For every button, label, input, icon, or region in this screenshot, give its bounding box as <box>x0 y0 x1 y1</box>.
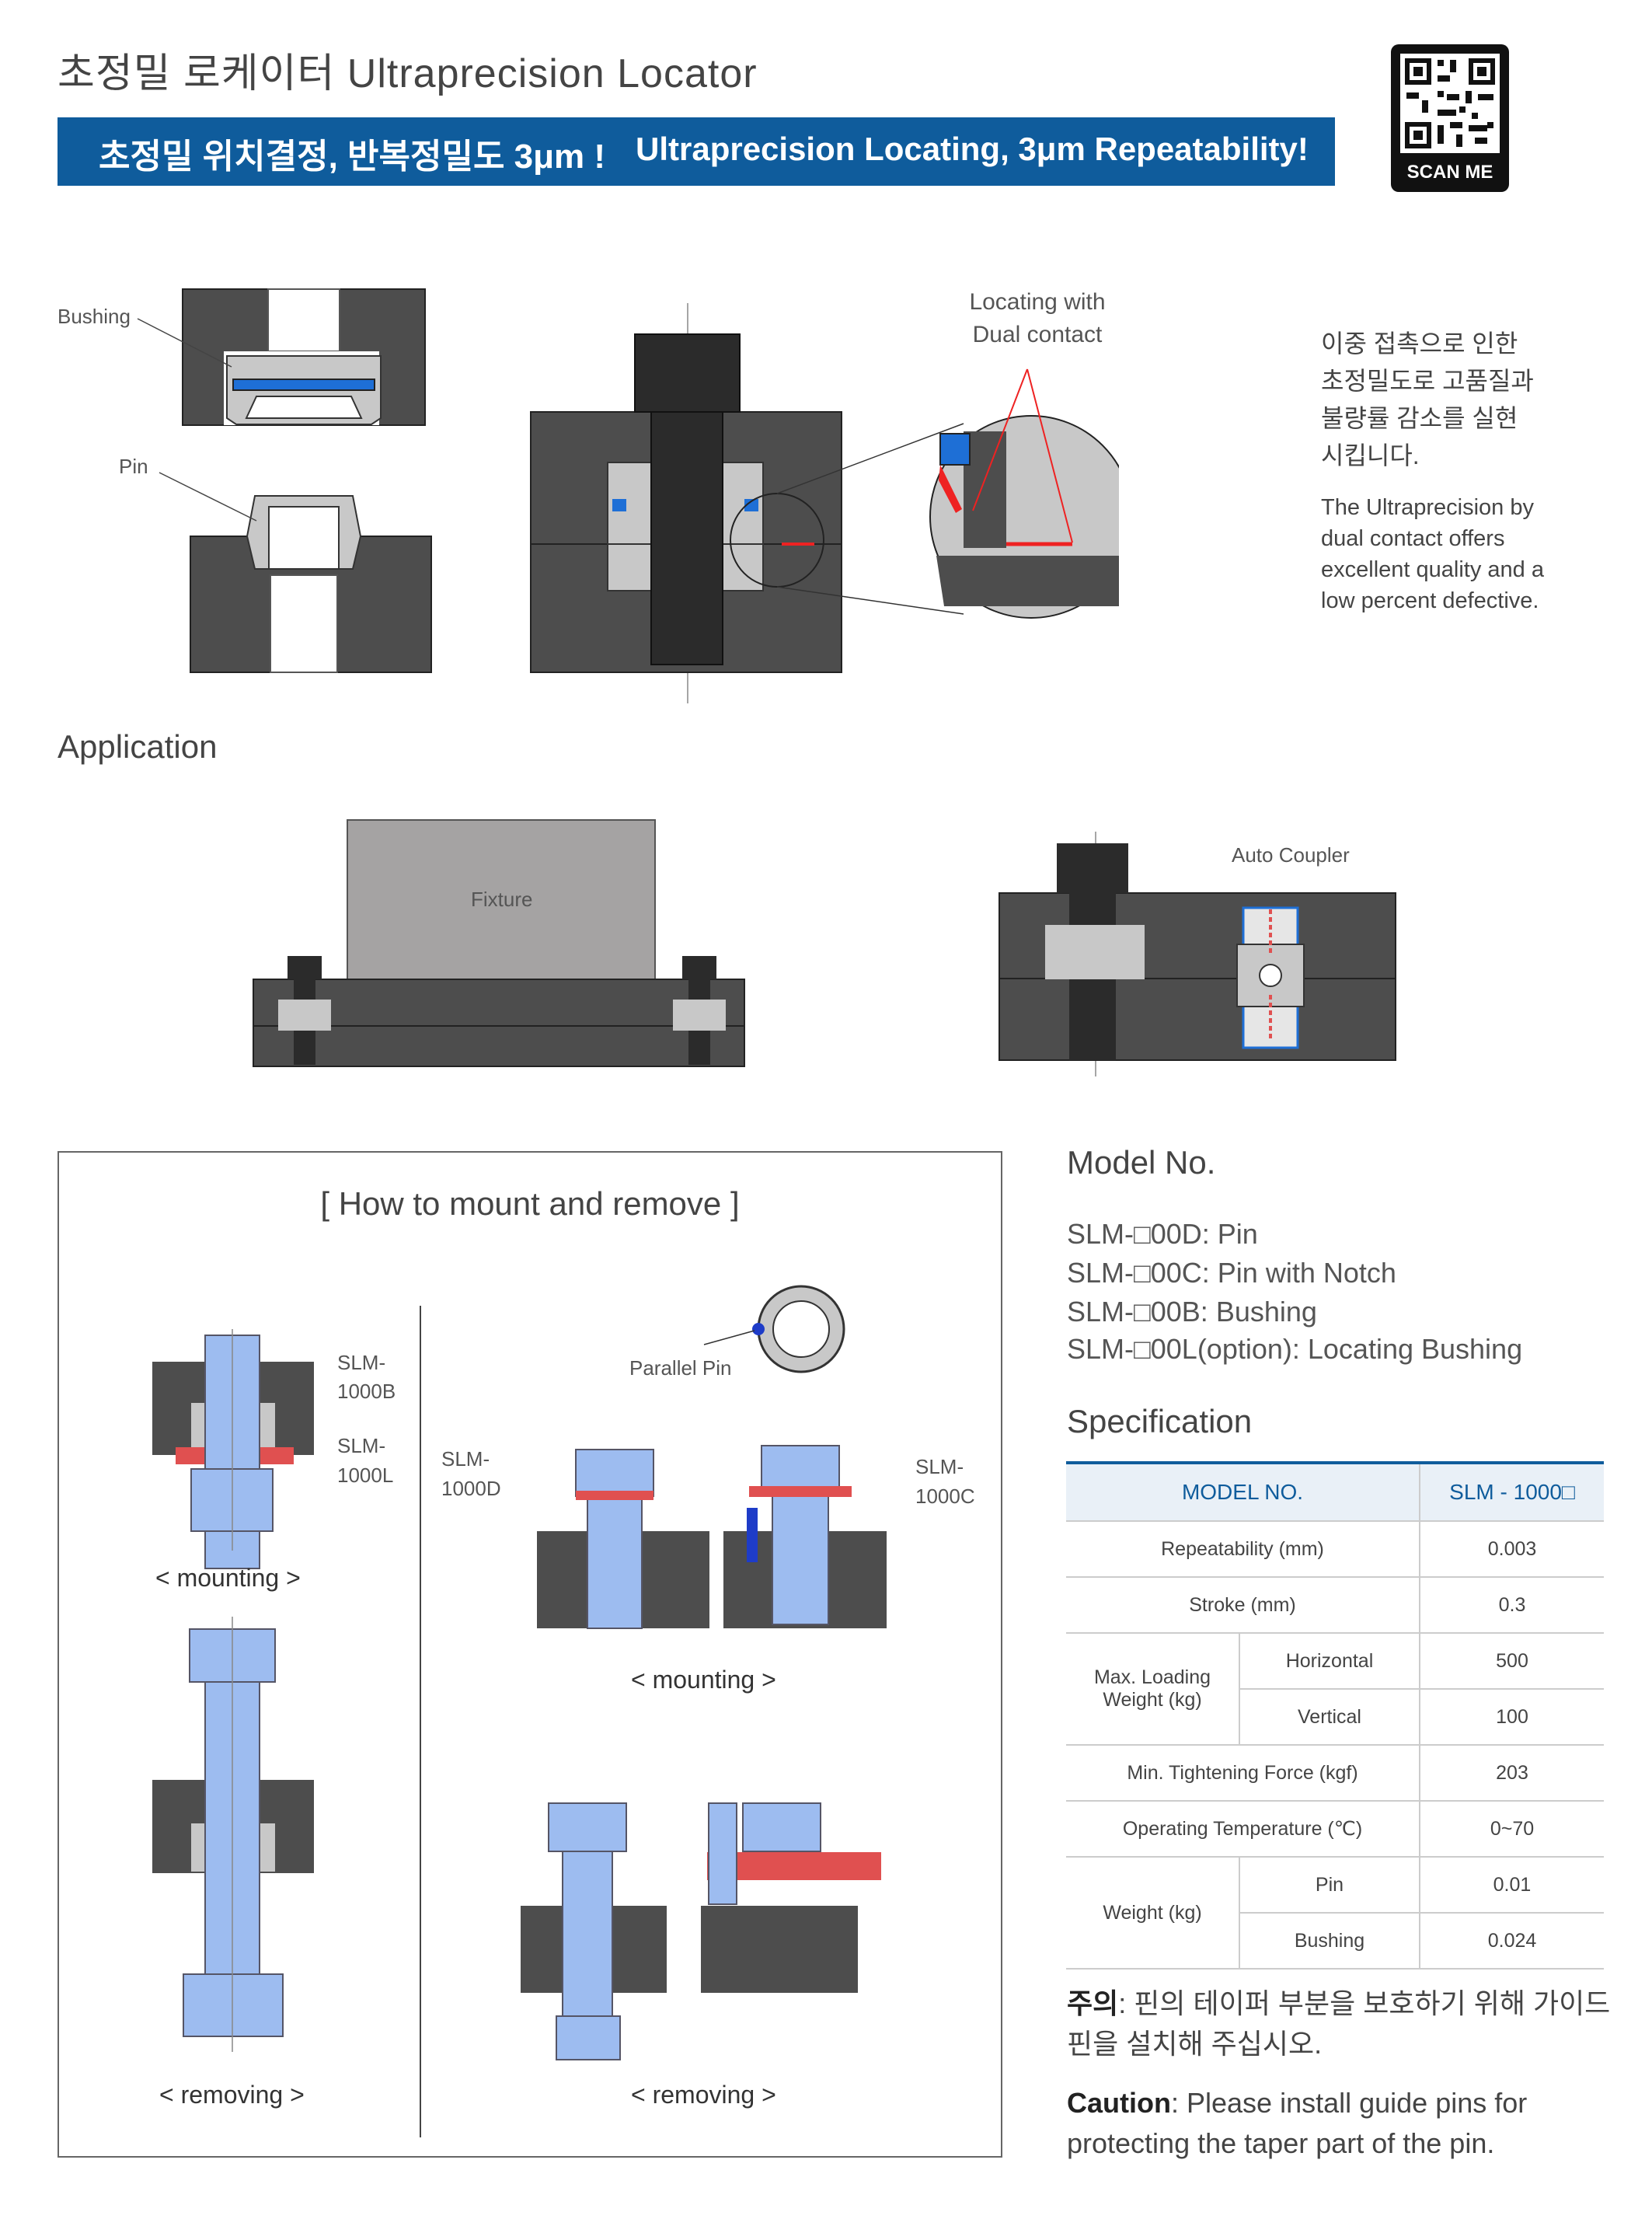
dual-contact-label-2: Dual contact <box>972 322 1103 347</box>
spec-value: 100 <box>1419 1689 1604 1746</box>
model-line: SLM-□00C: Pin with Notch <box>1067 1257 1396 1289</box>
model-line: SLM-□00D: Pin <box>1067 1218 1258 1250</box>
removing-caption-right: < removing > <box>631 2081 776 2109</box>
spec-col-value: SLM - 1000□ <box>1419 1461 1604 1522</box>
model-line: SLM-□00B: Bushing <box>1067 1296 1317 1328</box>
pin-block <box>190 495 432 673</box>
label-1000c-line2: 1000C <box>915 1485 975 1508</box>
desc-kr-line: 이중 접촉으로 인한 <box>1321 330 1518 358</box>
desc-kr-line: 초정밀도로 고품질과 <box>1321 367 1534 395</box>
label-1000b-line1: SLM- <box>337 1351 386 1374</box>
spec-table: MODEL NO. SLM - 1000□ Repeatability (mm)… <box>1066 1461 1604 1970</box>
description-en: The Ultraprecision by dual contact offer… <box>1321 492 1544 616</box>
qr-scan-label: SCAN ME <box>1406 162 1493 183</box>
mounting-caption-right: < mounting > <box>631 1666 776 1694</box>
spec-sublabel: Pin <box>1239 1857 1420 1914</box>
zoom-detail <box>929 368 1119 619</box>
model-line: SLM-□00L(option): Locating Bushing <box>1067 1333 1523 1365</box>
dual-contact-label-1: Locating with <box>969 289 1106 315</box>
spec-label: Max. Loading Weight (kg) <box>1066 1633 1239 1746</box>
caution-text-kr: : 핀의 테이퍼 부분을 보호하기 위해 가이드핀을 설치해 주십시오. <box>1067 1987 1611 2060</box>
spec-label: Stroke (mm) <box>1066 1577 1420 1634</box>
assembly-section <box>530 303 842 703</box>
application-diagram <box>253 819 1396 1076</box>
banner-text-en: Ultraprecision Locating, 3μm Repeatabili… <box>636 131 1309 167</box>
spec-label: Repeatability (mm) <box>1066 1521 1420 1578</box>
label-1000d-line2: 1000D <box>441 1477 501 1500</box>
left-mounting-figure <box>152 1329 314 1569</box>
spec-label: Weight (kg) <box>1066 1857 1239 1970</box>
desc-kr-line: 불량률 감소를 실현 <box>1321 404 1518 432</box>
desc-en-line: low percent defective. <box>1321 588 1539 613</box>
headline-banner <box>58 117 1335 186</box>
spec-value: 0.024 <box>1419 1913 1604 1970</box>
pin-label: Pin <box>119 455 148 478</box>
spec-value: 0~70 <box>1419 1801 1604 1858</box>
model-heading: Model No. <box>1067 1144 1216 1181</box>
spec-sublabel: Horizontal <box>1239 1633 1420 1690</box>
table-row: Min. Tightening Force (kgf) 203 <box>1066 1745 1604 1802</box>
table-row: Repeatability (mm) 0.003 <box>1066 1521 1604 1578</box>
spec-col-model: MODEL NO. <box>1066 1461 1420 1522</box>
caution-text-en: : Please install guide pins for protecti… <box>1067 2087 1528 2159</box>
table-row: Stroke (mm) 0.3 <box>1066 1577 1604 1634</box>
caution-label-en: Caution <box>1067 2087 1171 2119</box>
caution-note-en: Caution: Please install guide pins for p… <box>1067 2083 1626 2164</box>
spec-heading: Specification <box>1067 1403 1253 1439</box>
spec-value: 0.01 <box>1419 1857 1604 1914</box>
spec-value: 0.3 <box>1419 1577 1604 1634</box>
parallel-pin-label: Parallel Pin <box>629 1356 732 1380</box>
bushing-block <box>182 288 426 426</box>
spec-label: Min. Tightening Force (kgf) <box>1066 1745 1420 1802</box>
left-removing-figure <box>152 1617 314 2052</box>
qr-pattern-icon <box>1400 54 1500 153</box>
table-row: Vertical 100 <box>1066 1689 1604 1746</box>
auto-coupler-label: Auto Coupler <box>1232 843 1350 867</box>
fixture-label: Fixture <box>471 888 533 911</box>
spec-label: Operating Temperature (℃) <box>1066 1801 1420 1858</box>
caution-note-kr: 주의: 핀의 테이퍼 부분을 보호하기 위해 가이드핀을 설치해 주십시오. <box>1067 1984 1626 2064</box>
how-to-diagrams <box>152 1285 887 2137</box>
removing-caption-left: < removing > <box>159 2081 305 2109</box>
spec-sublabel: Bushing <box>1239 1913 1420 1970</box>
qr-code[interactable] <box>1391 44 1509 192</box>
label-1000b-line2: 1000B <box>337 1380 396 1403</box>
table-row: Bushing 0.024 <box>1066 1913 1604 1970</box>
right-removing-figure <box>521 1802 881 2060</box>
label-1000d-line1: SLM- <box>441 1447 490 1471</box>
spec-value: 500 <box>1419 1633 1604 1690</box>
auto-coupler-assembly <box>999 832 1396 1076</box>
description-kr: 이중 접촉으로 인한 초정밀도로 고품질과 불량률 감소를 실현 시킵니다. <box>1321 325 1534 474</box>
locator-cross-section-diagram <box>137 288 1119 703</box>
caution-label-kr: 주의 <box>1067 1987 1119 2019</box>
desc-en-line: The Ultraprecision by <box>1321 495 1534 520</box>
spec-value: 203 <box>1419 1745 1604 1802</box>
application-heading: Application <box>58 728 218 765</box>
spec-sublabel: Vertical <box>1239 1689 1420 1746</box>
banner-text-kr: 초정밀 위치결정, 반복정밀도 3μm ! <box>99 138 606 176</box>
desc-kr-line: 시킵니다. <box>1321 441 1420 469</box>
label-1000l-line2: 1000L <box>337 1464 394 1487</box>
label-1000l-line1: SLM- <box>337 1434 386 1457</box>
desc-en-line: excellent quality and a <box>1321 557 1544 582</box>
spec-value: 0.003 <box>1419 1521 1604 1578</box>
table-row: Max. Loading Weight (kg) Horizontal 500 <box>1066 1633 1604 1746</box>
table-row: Operating Temperature (℃) 0~70 <box>1066 1801 1604 1858</box>
fixture-assembly <box>253 819 745 1067</box>
page-title: 초정밀 로케이터 Ultraprecision Locator <box>58 51 758 96</box>
mounting-caption-left: < mounting > <box>155 1564 301 1592</box>
how-to-panel <box>58 1151 1002 2158</box>
label-1000c-line1: SLM- <box>915 1455 964 1478</box>
bushing-label: Bushing <box>58 305 131 328</box>
right-mounting-figure <box>537 1285 887 1629</box>
how-to-title: [ How to mount and remove ] <box>320 1185 740 1222</box>
table-row: MODEL NO. SLM - 1000□ <box>1066 1461 1604 1522</box>
desc-en-line: dual contact offers <box>1321 526 1505 551</box>
table-row: Weight (kg) Pin 0.01 <box>1066 1857 1604 1970</box>
